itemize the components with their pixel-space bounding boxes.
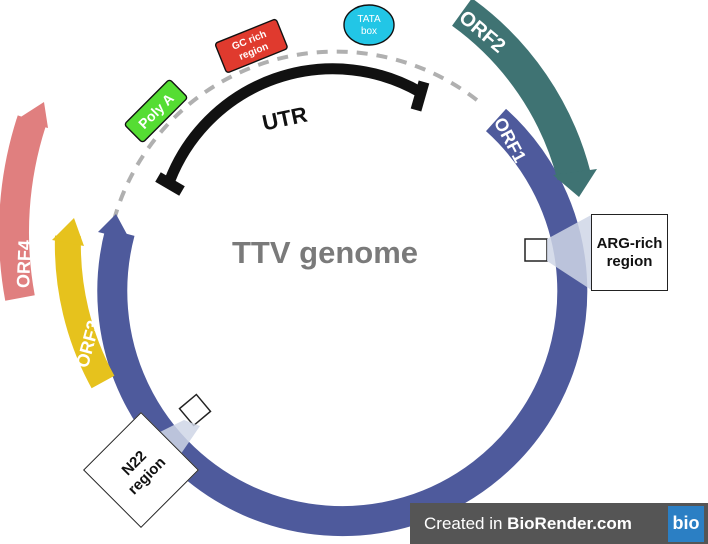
biorender-watermark[interactable]: Created in BioRender.com bio [410,503,708,544]
tata-box-label-line2: box [361,26,377,37]
orf3-arrowhead [52,218,84,246]
orf4-arrowhead [16,102,48,128]
biorender-logo-icon: bio [668,505,704,542]
orf2-arrowhead [553,169,597,197]
watermark-brand: BioRender.com [507,513,632,533]
center-label: TTV genome [232,235,418,270]
orf1-arrowhead [98,214,130,240]
watermark-prefix: Created in [424,513,508,533]
orf3-arc [54,235,115,389]
watermark-text: Created in BioRender.com [410,514,668,534]
poly-a-tag: Poly A [124,79,188,143]
n22-callout-connector [142,420,200,461]
tata-box-ellipse [343,4,395,46]
utr-arc [164,63,423,183]
utr-left-cap [155,172,185,196]
gc-rich-region-tag: GC rich region [214,18,288,73]
arg-rich-callout-connector [547,214,593,291]
arg-rich-marker [524,238,548,262]
orf4-arc [0,115,47,301]
tata-box-label-line1: TATA [357,14,381,25]
utr-label: UTR [260,102,310,136]
orf2-arc [451,0,591,181]
n22-marker [178,393,212,427]
utr-right-cap [410,80,430,112]
arg-rich-region-callout: ARG-rich region [591,214,668,291]
orf4-label: ORF4 [13,240,35,289]
noncoding-dashed-arc [112,49,485,221]
